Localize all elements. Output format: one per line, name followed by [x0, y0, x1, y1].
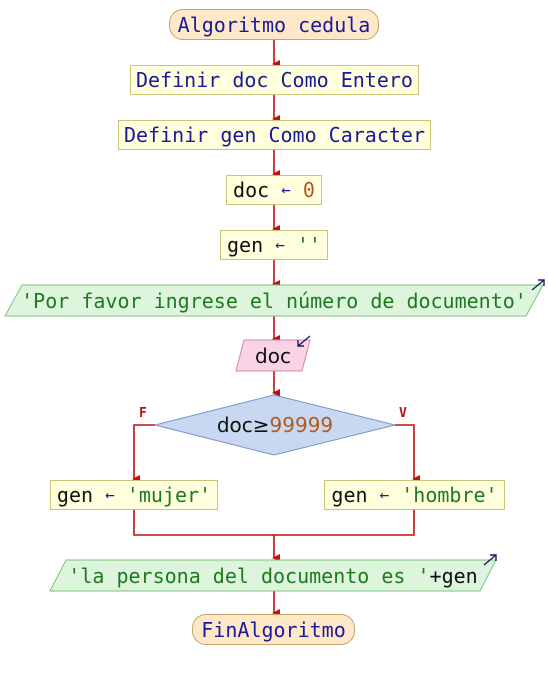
input-arrow-icon: [297, 335, 311, 347]
true-branch-connector: [395, 424, 420, 483]
assign-arrow-icon: ←: [105, 485, 115, 504]
input-doc-text: doc: [255, 343, 291, 368]
input-doc-shape: [235, 339, 311, 372]
merge-connector-right: [274, 510, 415, 536]
assign-arrow-icon: ←: [275, 235, 285, 254]
assign-gen-value: '': [296, 233, 321, 257]
start-terminal: Algoritmo cedula: [169, 9, 379, 40]
true-branch-box: gen ← 'hombre': [324, 480, 505, 510]
output-prompt-shape: [4, 284, 544, 317]
false-branch-box: gen ← 'mujer': [50, 480, 218, 510]
output-result-shape: [49, 559, 497, 592]
assign-gen-var: gen: [227, 233, 264, 257]
true-label: V: [399, 406, 407, 421]
assign-doc-box: doc ← 0: [226, 175, 322, 205]
decision-op: ≥: [252, 413, 270, 437]
true-branch-value: 'hombre': [401, 483, 498, 507]
output-result-string: 'la persona del documento es ': [68, 563, 430, 588]
output-arrow-icon: [483, 554, 497, 566]
assign-doc-var: doc: [233, 178, 270, 202]
assign-gen-box: gen ← '': [220, 230, 328, 260]
true-branch-var: gen: [331, 483, 368, 507]
false-branch-value: 'mujer': [126, 483, 212, 507]
output-prompt-text: 'Por favor ingrese el número de document…: [21, 288, 527, 313]
assign-arrow-icon: ←: [281, 180, 291, 199]
end-terminal: FinAlgoritmo: [192, 614, 355, 645]
decision-left: doc: [216, 413, 253, 437]
decision-text: doc≥99999: [175, 410, 375, 440]
output-result-text: 'la persona del documento es '+gen: [58, 560, 488, 591]
decision-value: 99999: [269, 413, 334, 437]
assign-doc-value: 0: [302, 178, 315, 202]
output-result-concat: +gen: [429, 563, 478, 588]
output-arrow-icon: [531, 279, 545, 291]
decision-shape: [154, 394, 396, 456]
define-doc-box: Definir doc Como Entero: [130, 65, 419, 95]
false-branch-connector: [132, 424, 155, 483]
false-branch-var: gen: [56, 483, 94, 507]
false-label: F: [139, 406, 147, 421]
assign-arrow-icon: ←: [379, 485, 390, 504]
merge-connector-left: [133, 510, 274, 536]
define-gen-box: Definir gen Como Caracter: [118, 120, 431, 150]
